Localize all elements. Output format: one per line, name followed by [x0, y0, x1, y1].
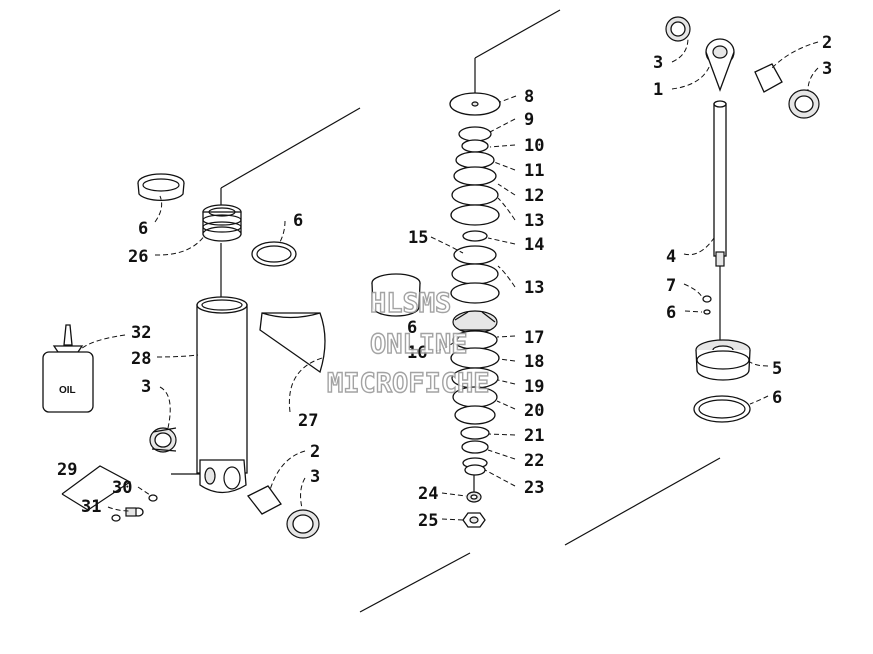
callout-3: 3 [822, 59, 832, 79]
center-lines [171, 9, 721, 613]
valve-core-kit-icon [61, 465, 158, 522]
callout-23: 23 [524, 478, 544, 498]
lock-nut-icon [462, 491, 486, 528]
callout-8: 8 [524, 87, 534, 107]
callout-13: 13 [524, 211, 544, 231]
shock-body-icon [196, 296, 248, 494]
valve-stack-washers-icon [449, 92, 501, 476]
callout-2: 2 [310, 442, 320, 462]
callout-12: 12 [524, 186, 544, 206]
eyelet-bracket-icon [665, 16, 820, 119]
dust-cover-ring [137, 173, 185, 201]
callout-21: 21 [524, 426, 544, 446]
callout-17: 17 [524, 328, 544, 348]
callout-3: 3 [141, 377, 151, 397]
callout-1: 1 [653, 80, 663, 100]
reservoir-piston-icon [202, 204, 242, 242]
hose-reservoir-icon [259, 312, 326, 374]
callout-11: 11 [524, 161, 544, 181]
callout-6: 6 [772, 388, 782, 408]
callout-13: 13 [524, 278, 544, 298]
callout-32: 32 [131, 323, 151, 343]
callout-16: 16 [407, 343, 427, 363]
callout-3: 3 [653, 53, 663, 73]
watermark-line-2: ONLINE [370, 329, 468, 360]
oil-bottle-icon [42, 324, 94, 413]
callout-6: 6 [407, 318, 417, 338]
callout-28: 28 [131, 349, 151, 369]
leader-lines [79, 37, 819, 521]
callout-22: 22 [524, 451, 544, 471]
callout-26: 26 [128, 247, 148, 267]
shaft-rod-icon [713, 100, 727, 267]
callout-25: 25 [418, 511, 438, 531]
callout-7: 7 [666, 276, 676, 296]
callout-20: 20 [524, 401, 544, 421]
callout-3: 3 [310, 467, 320, 487]
callout-14: 14 [524, 235, 544, 255]
o-ring-icon [251, 241, 297, 267]
callout-6: 6 [293, 211, 303, 231]
callout-24: 24 [418, 484, 438, 504]
bushing-icon-upper-left [149, 427, 177, 453]
oil-label: OIL [59, 385, 76, 396]
callout-numbers: 1 2 2 3 3 3 3 4 5 6 6 6 6 6 7 8 9 10 11 … [57, 33, 832, 531]
callout-2: 2 [822, 33, 832, 53]
watermark-line-1: HLSMS [370, 288, 451, 319]
callout-5: 5 [772, 359, 782, 379]
callout-30: 30 [112, 478, 132, 498]
callout-19: 19 [524, 377, 544, 397]
callout-6: 6 [138, 219, 148, 239]
callout-18: 18 [524, 352, 544, 372]
callout-15: 15 [408, 228, 428, 248]
seal-o-ring-icon [693, 395, 751, 423]
watermark: HLSMS ONLINE MICROFICHE [326, 287, 490, 399]
callout-6: 6 [666, 303, 676, 323]
watermark-line-3: MICROFICHE [327, 368, 490, 399]
seal-head-icon [695, 339, 751, 381]
callout-4: 4 [666, 247, 676, 267]
callout-10: 10 [524, 136, 544, 156]
small-washer-icon [702, 295, 712, 315]
reservoir-cap-icon [371, 273, 421, 317]
callout-29: 29 [57, 460, 77, 480]
callout-27: 27 [298, 411, 318, 431]
bushing-icon-lower [247, 485, 320, 539]
callout-31: 31 [81, 497, 101, 517]
callout-9: 9 [524, 110, 534, 130]
